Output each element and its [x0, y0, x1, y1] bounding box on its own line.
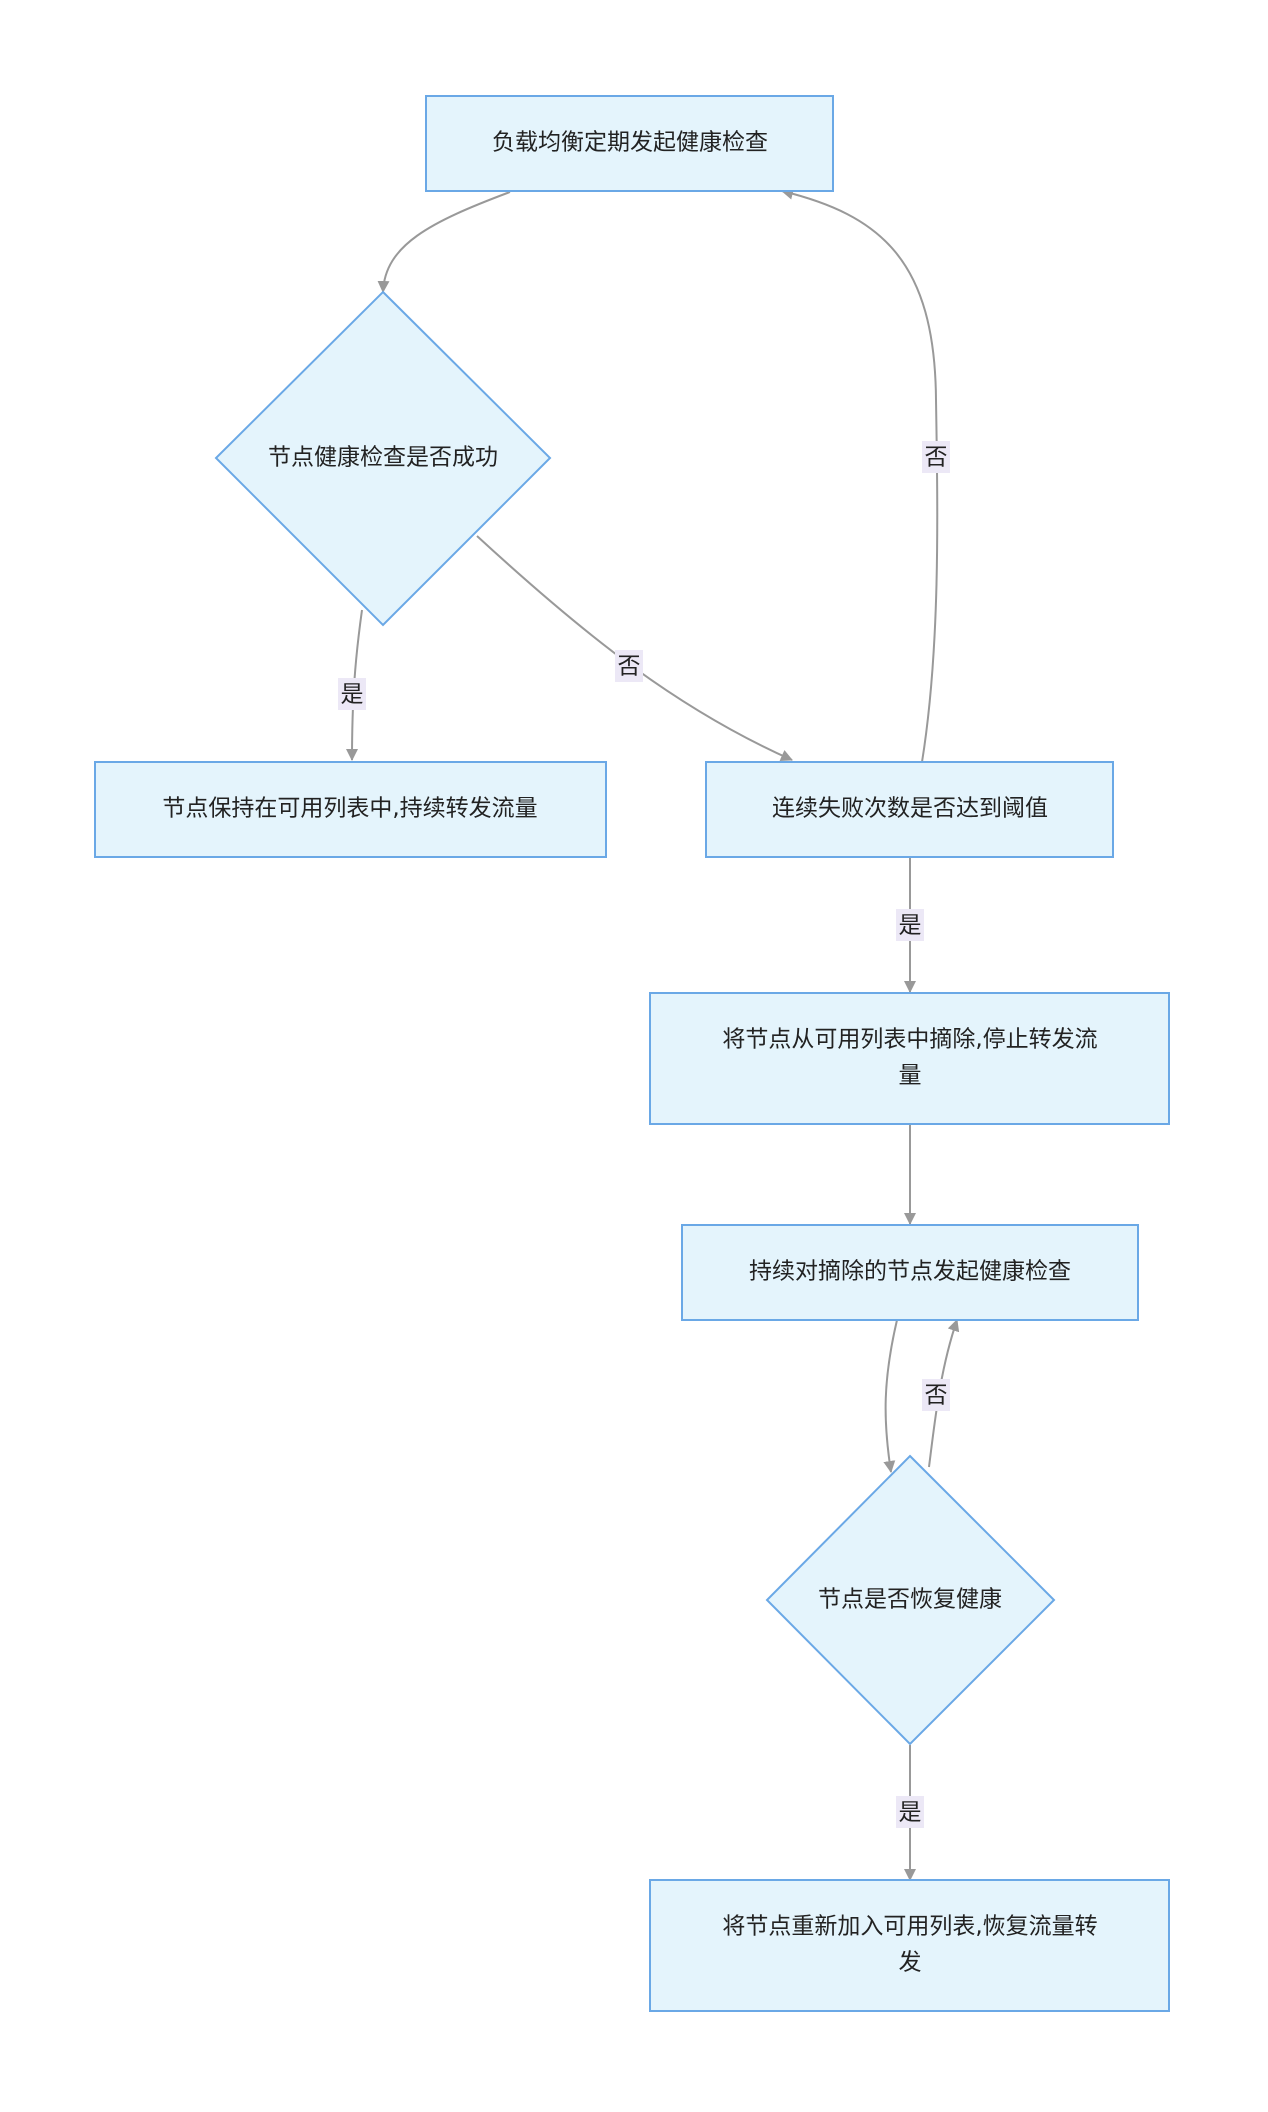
node-recover: 节点是否恢复健康 [765, 1454, 1056, 1746]
edge-label-threshold-no: 否 [922, 441, 950, 473]
edge-label-check-no-text: 否 [618, 654, 641, 680]
edge-label-recover-no-text: 否 [925, 1383, 948, 1409]
edge-recheck-to-recover [883, 1319, 898, 1473]
node-threshold-label: 连续失败次数是否达到阈值 [772, 796, 1048, 822]
edge-label-threshold-yes-text: 是 [899, 913, 922, 939]
edge-label-check-no: 否 [615, 650, 643, 682]
edge-label-threshold-no-text: 否 [925, 445, 948, 471]
node-readd-label-line2: 发 [899, 1950, 922, 1976]
node-readd: 将节点重新加入可用列表,恢复流量转 发 [649, 1879, 1170, 2012]
node-keep: 节点保持在可用列表中,持续转发流量 [94, 761, 607, 858]
node-start-label: 负载均衡定期发起健康检查 [492, 130, 768, 156]
edge-label-threshold-yes: 是 [896, 909, 924, 941]
node-remove: 将节点从可用列表中摘除,停止转发流 量 [649, 992, 1170, 1125]
edge-label-recover-yes-text: 是 [899, 1800, 922, 1826]
node-keep-label: 节点保持在可用列表中,持续转发流量 [162, 796, 537, 822]
node-check: 节点健康检查是否成功 [214, 290, 552, 627]
node-remove-label-line1: 将节点从可用列表中摘除,停止转发流 [722, 1027, 1097, 1053]
edge-check-no-to-threshold [476, 535, 793, 761]
node-remove-label-line2: 量 [899, 1063, 922, 1089]
edge-label-check-yes: 是 [338, 678, 366, 710]
edge-start-to-check [377, 191, 511, 293]
node-check-label: 节点健康检查是否成功 [268, 445, 498, 471]
node-recheck-label: 持续对摘除的节点发起健康检查 [749, 1259, 1071, 1285]
edge-label-check-yes-text: 是 [341, 682, 364, 708]
edge-label-recover-yes: 是 [896, 1796, 924, 1828]
edge-label-recover-no: 否 [922, 1379, 950, 1411]
node-recover-label: 节点是否恢复健康 [818, 1587, 1002, 1613]
node-threshold: 连续失败次数是否达到阈值 [705, 761, 1114, 858]
edge-threshold-no-to-start [781, 187, 939, 763]
node-start: 负载均衡定期发起健康检查 [425, 95, 834, 192]
node-readd-label-line1: 将节点重新加入可用列表,恢复流量转 [722, 1914, 1097, 1940]
node-recheck: 持续对摘除的节点发起健康检查 [681, 1224, 1139, 1321]
